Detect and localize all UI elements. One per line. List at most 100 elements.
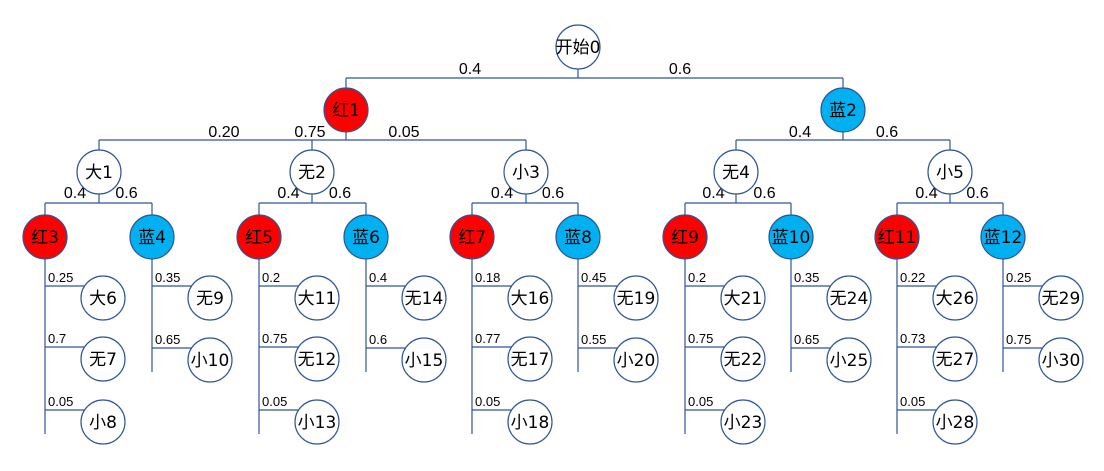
leaf-node-7-0: 无24: [826, 275, 872, 321]
level2-node-3-circle: [503, 149, 549, 195]
root-node-circle: [555, 24, 601, 70]
prob-level2-4: 0.4: [789, 124, 811, 141]
prob-level3-3: 0.4: [277, 185, 299, 202]
prob-level3-10: 0.6: [966, 185, 988, 202]
level2-node-2-circle: [289, 149, 335, 195]
leaf-node-2-2-circle: [294, 399, 340, 445]
leaf-node-2-2: 小13: [294, 399, 340, 445]
leaf-node-1-1-circle: [187, 337, 233, 383]
level3-node-5: 红7: [449, 214, 495, 260]
level1-node-2-label: 蓝2: [829, 101, 857, 121]
level3-node-1-label: 红3: [31, 228, 59, 248]
prob-leaf-2-1: 0.75: [262, 331, 287, 346]
level3-node-10: 蓝12: [980, 214, 1026, 260]
leaf-node-5-0-circle: [613, 275, 659, 321]
leaf-node-0-1: 无7: [80, 336, 126, 382]
level3-node-3-circle: [236, 214, 282, 260]
level2-node-1: 大1: [76, 149, 122, 195]
leaf-node-2-1-label: 无12: [298, 350, 337, 370]
leaf-node-8-0: 大26: [932, 275, 978, 321]
leaf-node-8-2-circle: [932, 399, 978, 445]
level2-node-3: 小3: [503, 149, 549, 195]
leaf-node-6-0: 大21: [720, 275, 766, 321]
level3-node-6-circle: [555, 214, 601, 260]
leaf-node-4-2: 小18: [507, 399, 553, 445]
level2-node-2-label: 无2: [298, 163, 326, 183]
leaf-node-0-2-label: 小8: [89, 413, 117, 433]
level1-node-1-label: 红1: [332, 101, 360, 121]
leaf-node-0-1-label: 无7: [89, 350, 117, 370]
leaf-node-6-2-label: 小23: [724, 413, 763, 433]
prob-level2-2: 0.75: [294, 124, 325, 141]
prob-leaf-6-2: 0.05: [688, 394, 713, 409]
prob-leaf-5-0: 0.45: [581, 270, 606, 285]
leaf-node-0-0: 大6: [80, 275, 126, 321]
prob-level3-6: 0.6: [542, 185, 564, 202]
level3-node-9: 红11: [874, 214, 920, 260]
leaf-node-8-0-label: 大26: [936, 289, 975, 309]
prob-leaf-5-1: 0.55: [581, 332, 606, 347]
prob-level3-2: 0.6: [115, 185, 137, 202]
prob-leaf-2-2: 0.05: [262, 394, 287, 409]
leaf-node-3-1: 小15: [401, 337, 447, 383]
leaf-node-5-0: 无19: [613, 275, 659, 321]
leaf-node-6-1-circle: [720, 336, 766, 382]
level3-node-8-circle: [768, 214, 814, 260]
leaf-node-3-0: 无14: [401, 275, 447, 321]
prob-level2-5: 0.6: [876, 124, 898, 141]
level3-node-2-circle: [129, 214, 175, 260]
leaf-node-1-1: 小10: [187, 337, 233, 383]
leaf-node-8-1: 无27: [932, 336, 978, 382]
leaf-node-0-0-circle: [80, 275, 126, 321]
root-node: 开始0: [555, 24, 601, 70]
leaf-node-9-0-circle: [1038, 275, 1084, 321]
prob-level3-4: 0.6: [329, 185, 351, 202]
leaf-node-6-1-label: 无22: [724, 350, 763, 370]
leaf-node-2-0-label: 大11: [298, 289, 337, 309]
level2-node-5: 小5: [927, 149, 973, 195]
prob-leaf-4-0: 0.18: [475, 270, 500, 285]
prob-leaf-6-1: 0.75: [688, 331, 713, 346]
level3-node-9-label: 红11: [878, 228, 917, 248]
level3-node-7-label: 红9: [671, 228, 699, 248]
level3-node-7: 红9: [662, 214, 708, 260]
level3-node-4-circle: [343, 214, 389, 260]
level3-node-5-circle: [449, 214, 495, 260]
leaf-node-6-0-label: 大21: [724, 289, 763, 309]
leaf-node-6-2: 小23: [720, 399, 766, 445]
leaf-node-0-2: 小8: [80, 399, 126, 445]
leaf-node-2-0-circle: [294, 275, 340, 321]
level2-node-3-label: 小3: [512, 163, 540, 183]
level3-node-9-circle: [874, 214, 920, 260]
prob-leaf-7-0: 0.35: [794, 270, 819, 285]
leaf-node-8-1-circle: [932, 336, 978, 382]
leaf-node-8-1-label: 无27: [936, 350, 975, 370]
leaf-node-0-1-circle: [80, 336, 126, 382]
level3-node-3: 红5: [236, 214, 282, 260]
prob-level2-3: 0.05: [388, 124, 419, 141]
leaf-node-2-2-label: 小13: [298, 413, 337, 433]
level3-node-10-circle: [980, 214, 1026, 260]
prob-level2-1: 0.20: [208, 124, 239, 141]
prob-leaf-9-1: 0.75: [1006, 332, 1031, 347]
level2-node-5-circle: [927, 149, 973, 195]
leaf-node-7-0-label: 无24: [830, 289, 869, 309]
leaf-node-1-1-label: 小10: [191, 351, 230, 371]
level3-node-1-circle: [22, 214, 68, 260]
level2-node-2: 无2: [289, 149, 335, 195]
level2-node-4-label: 无4: [722, 163, 750, 183]
leaf-node-5-0-label: 无19: [617, 289, 656, 309]
leaf-node-9-0-label: 无29: [1042, 289, 1081, 309]
leaf-node-4-2-circle: [507, 399, 553, 445]
level3-node-2: 蓝4: [129, 214, 175, 260]
leaf-node-9-0: 无29: [1038, 275, 1084, 321]
prob-leaf-3-1: 0.6: [369, 332, 387, 347]
prob-level3-5: 0.4: [491, 185, 513, 202]
prob-leaf-0-0: 0.25: [48, 270, 73, 285]
leaf-node-4-1-label: 无17: [511, 350, 550, 370]
level2-node-4-circle: [713, 149, 759, 195]
prob-level3-9: 0.4: [915, 185, 937, 202]
level3-node-4-label: 蓝6: [352, 228, 380, 248]
leaf-node-5-1: 小20: [613, 337, 659, 383]
